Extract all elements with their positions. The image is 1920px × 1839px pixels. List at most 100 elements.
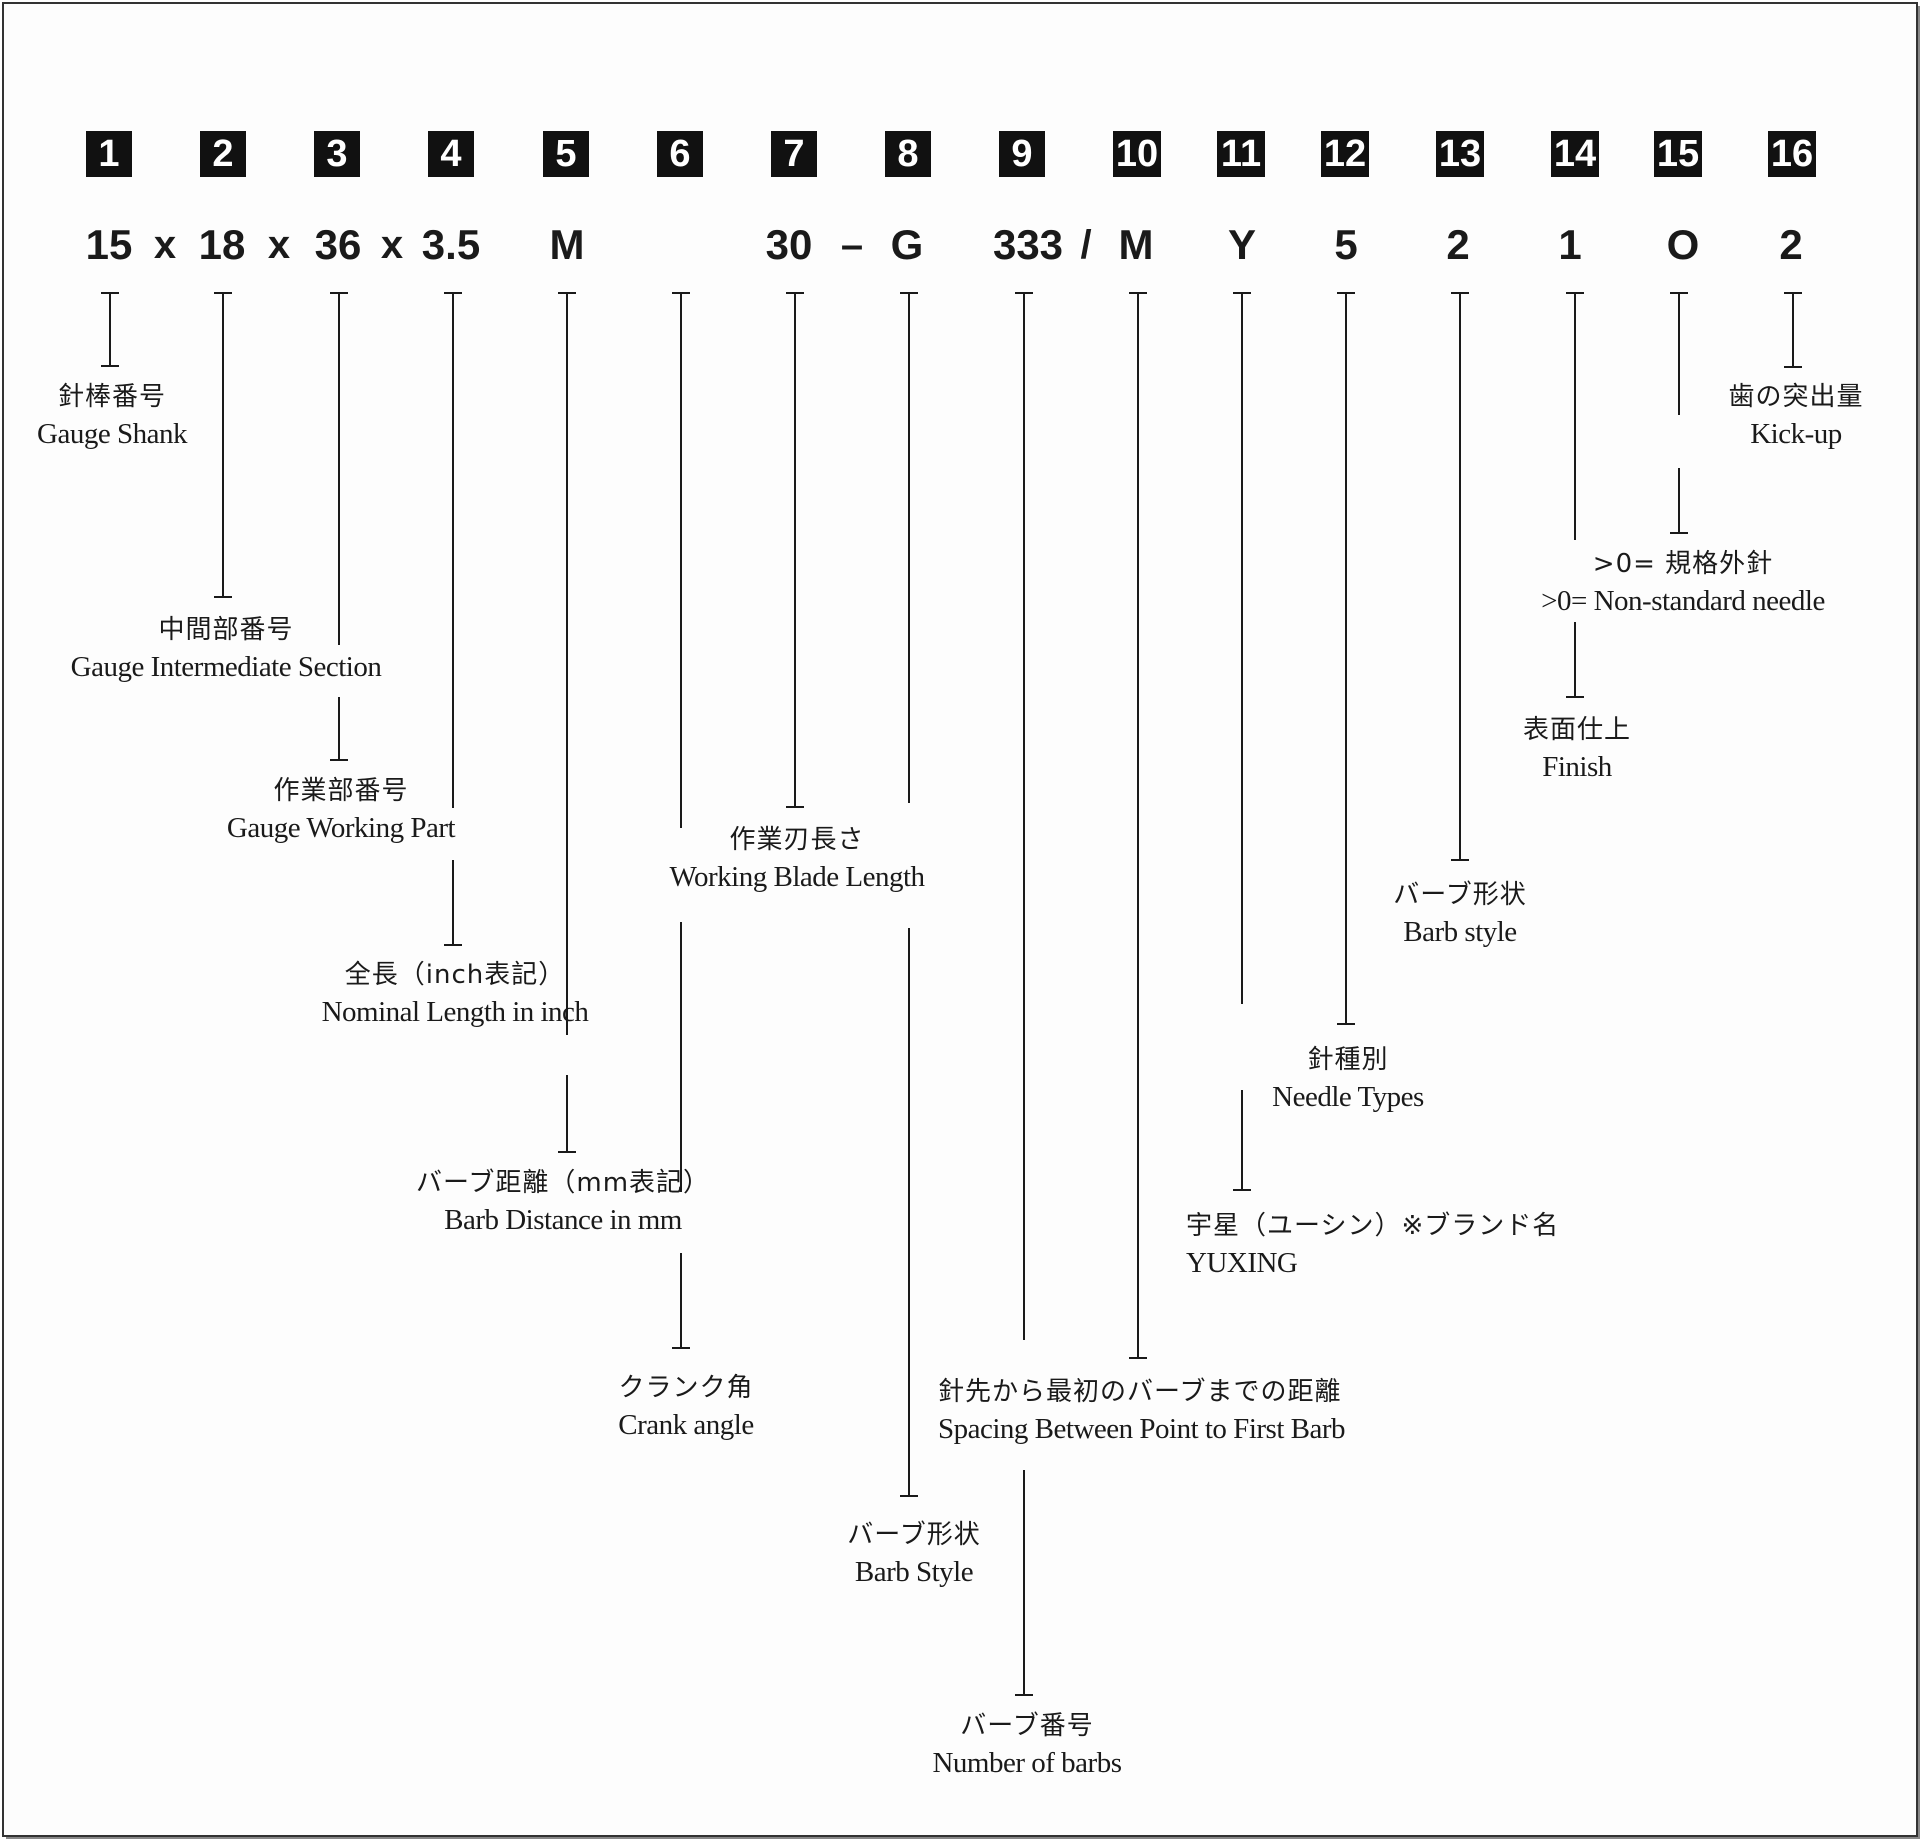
label-crank-angle-en: Crank angle — [618, 1409, 754, 1441]
code-value-3: 36 — [314, 221, 362, 268]
label-gauge-shank-ja: 針棒番号 — [57, 382, 166, 412]
label-gauge-working-en: Gauge Working Part — [226, 812, 456, 844]
label-barb-style-13-ja: バーブ形状 — [1393, 880, 1527, 910]
code-value-10: M — [1118, 221, 1154, 268]
position-badge-3: 3 — [314, 131, 360, 177]
position-badge-5: 5 — [543, 131, 589, 177]
position-badge-4: 4 — [428, 131, 474, 177]
leader-line-8 — [900, 292, 918, 1497]
label-yuxing-ja: 宇星（ユーシン）※ブランド名 — [1186, 1211, 1560, 1241]
code-separator-x2: x — [267, 223, 291, 267]
label-needle-types-en: Needle Types — [1272, 1081, 1424, 1113]
position-badge-1: 1 — [86, 131, 132, 177]
label-barb-style-13: バーブ形状 Barb style — [1393, 877, 1526, 951]
leader-line-3 — [330, 292, 348, 761]
label-barb-style-8-ja: バーブ形状 — [847, 1520, 981, 1550]
code-value-15: O — [1666, 221, 1700, 268]
label-working-blade-ja: 作業刃長さ — [729, 825, 865, 855]
leader-line-11 — [1233, 292, 1251, 1191]
label-kick-up-ja: 歯の突出量 — [1728, 382, 1864, 412]
position-badge-15: 15 — [1654, 131, 1702, 177]
label-gauge-shank: 針棒番号 Gauge Shank — [37, 379, 187, 453]
label-number-of-barbs-ja: バーブ番号 — [960, 1711, 1094, 1741]
position-badge-2: 2 — [200, 131, 246, 177]
code-separator-x1: x — [153, 223, 177, 267]
leader-line-13 — [1451, 292, 1469, 861]
leader-line-9 — [1015, 292, 1033, 1696]
label-crank-angle-ja: クランク角 — [618, 1373, 754, 1403]
label-finish-ja: 表面仕上 — [1522, 715, 1632, 745]
label-nominal-length-en: Nominal Length in inch — [321, 996, 589, 1028]
leader-line-5 — [558, 292, 576, 1153]
position-badge-14: 14 — [1551, 131, 1599, 177]
leader-line-6 — [672, 292, 690, 1349]
position-badge-8: 8 — [885, 131, 931, 177]
label-needle-types: 針種別 Needle Types — [1272, 1042, 1424, 1116]
label-non-standard-en: >0= Non-standard needle — [1541, 585, 1825, 617]
label-number-of-barbs: バーブ番号 Number of barbs — [932, 1708, 1122, 1782]
code-value-5: M — [549, 221, 585, 268]
label-gauge-working-ja: 作業部番号 — [273, 776, 409, 806]
leader-line-15 — [1670, 292, 1688, 534]
leader-line-16 — [1784, 292, 1802, 368]
position-badge-13: 13 — [1436, 131, 1484, 177]
label-needle-types-ja: 針種別 — [1307, 1045, 1389, 1075]
position-badge-6: 6 — [657, 131, 703, 177]
code-value-14: 1 — [1558, 221, 1582, 268]
leader-line-12 — [1337, 292, 1355, 1025]
label-finish: 表面仕上 Finish — [1523, 712, 1631, 786]
code-separator-dash: – — [840, 223, 864, 267]
label-barb-style-8-en: Barb Style — [854, 1556, 974, 1588]
leader-line-4 — [444, 292, 462, 946]
label-yuxing: 宇星（ユーシン）※ブランド名 YUXING — [1186, 1208, 1559, 1282]
position-badge-11: 11 — [1217, 131, 1265, 177]
label-spacing-first-barb-ja: 針先から最初のバーブまでの距離 — [938, 1377, 1342, 1407]
code-value-1: 15 — [85, 221, 133, 268]
code-value-11: Y — [1227, 221, 1257, 268]
label-kick-up-en: Kick-up — [1750, 418, 1842, 450]
leader-line-2 — [214, 292, 232, 598]
label-spacing-first-barb-en: Spacing Between Point to First Barb — [938, 1413, 1346, 1445]
label-nominal-length: 全長（inch表記） Nominal Length in inch — [322, 957, 589, 1031]
code-value-8: G — [890, 221, 924, 268]
label-number-of-barbs-en: Number of barbs — [932, 1747, 1122, 1779]
code-value-9: 333 — [992, 221, 1064, 268]
position-badge-16: 16 — [1768, 131, 1816, 177]
label-barb-style-13-en: Barb style — [1403, 916, 1517, 948]
label-gauge-intermediate-en: Gauge Intermediate Section — [70, 651, 382, 683]
label-working-blade: 作業刃長さ Working Blade Length — [669, 822, 925, 896]
leader-line-10 — [1129, 292, 1147, 1359]
leader-line-1 — [101, 292, 119, 367]
code-value-4: 3.5 — [421, 221, 481, 268]
code-value-7: 30 — [765, 221, 813, 268]
label-barb-style-8: バーブ形状 Barb Style — [847, 1517, 980, 1591]
label-barb-distance-en: Barb Distance in mm — [444, 1204, 682, 1236]
code-value-12: 5 — [1334, 221, 1358, 268]
label-nominal-length-ja: 全長（inch表記） — [344, 960, 566, 990]
label-working-blade-en: Working Blade Length — [669, 861, 925, 893]
code-value-16: 2 — [1779, 221, 1803, 268]
label-gauge-intermediate-ja: 中間部番号 — [158, 615, 294, 645]
label-gauge-shank-en: Gauge Shank — [37, 418, 187, 450]
label-kick-up: 歯の突出量 Kick-up — [1728, 379, 1863, 453]
leader-line-7 — [786, 292, 804, 808]
label-barb-distance-ja: バーブ距離（mm表記） — [415, 1168, 711, 1198]
leader-line-14 — [1566, 292, 1584, 698]
code-value-2: 18 — [198, 221, 246, 268]
position-badge-10: 10 — [1113, 131, 1161, 177]
label-non-standard-ja: >0= 規格外針 — [1592, 549, 1774, 579]
label-gauge-working: 作業部番号 Gauge Working Part — [226, 773, 456, 847]
label-finish-en: Finish — [1542, 751, 1612, 783]
label-crank-angle: クランク角 Crank angle — [618, 1370, 754, 1444]
label-yuxing-en: YUXING — [1186, 1247, 1298, 1279]
code-separator-x3: x — [380, 223, 404, 267]
position-badge-12: 12 — [1321, 131, 1369, 177]
label-gauge-intermediate: 中間部番号 Gauge Intermediate Section — [71, 612, 382, 686]
code-separator-slash: / — [1080, 223, 1092, 267]
position-badge-9: 9 — [999, 131, 1045, 177]
position-badge-7: 7 — [771, 131, 817, 177]
label-barb-distance: バーブ距離（mm表記） Barb Distance in mm — [416, 1165, 710, 1239]
label-non-standard: >0= 規格外針 >0= Non-standard needle — [1541, 546, 1825, 620]
